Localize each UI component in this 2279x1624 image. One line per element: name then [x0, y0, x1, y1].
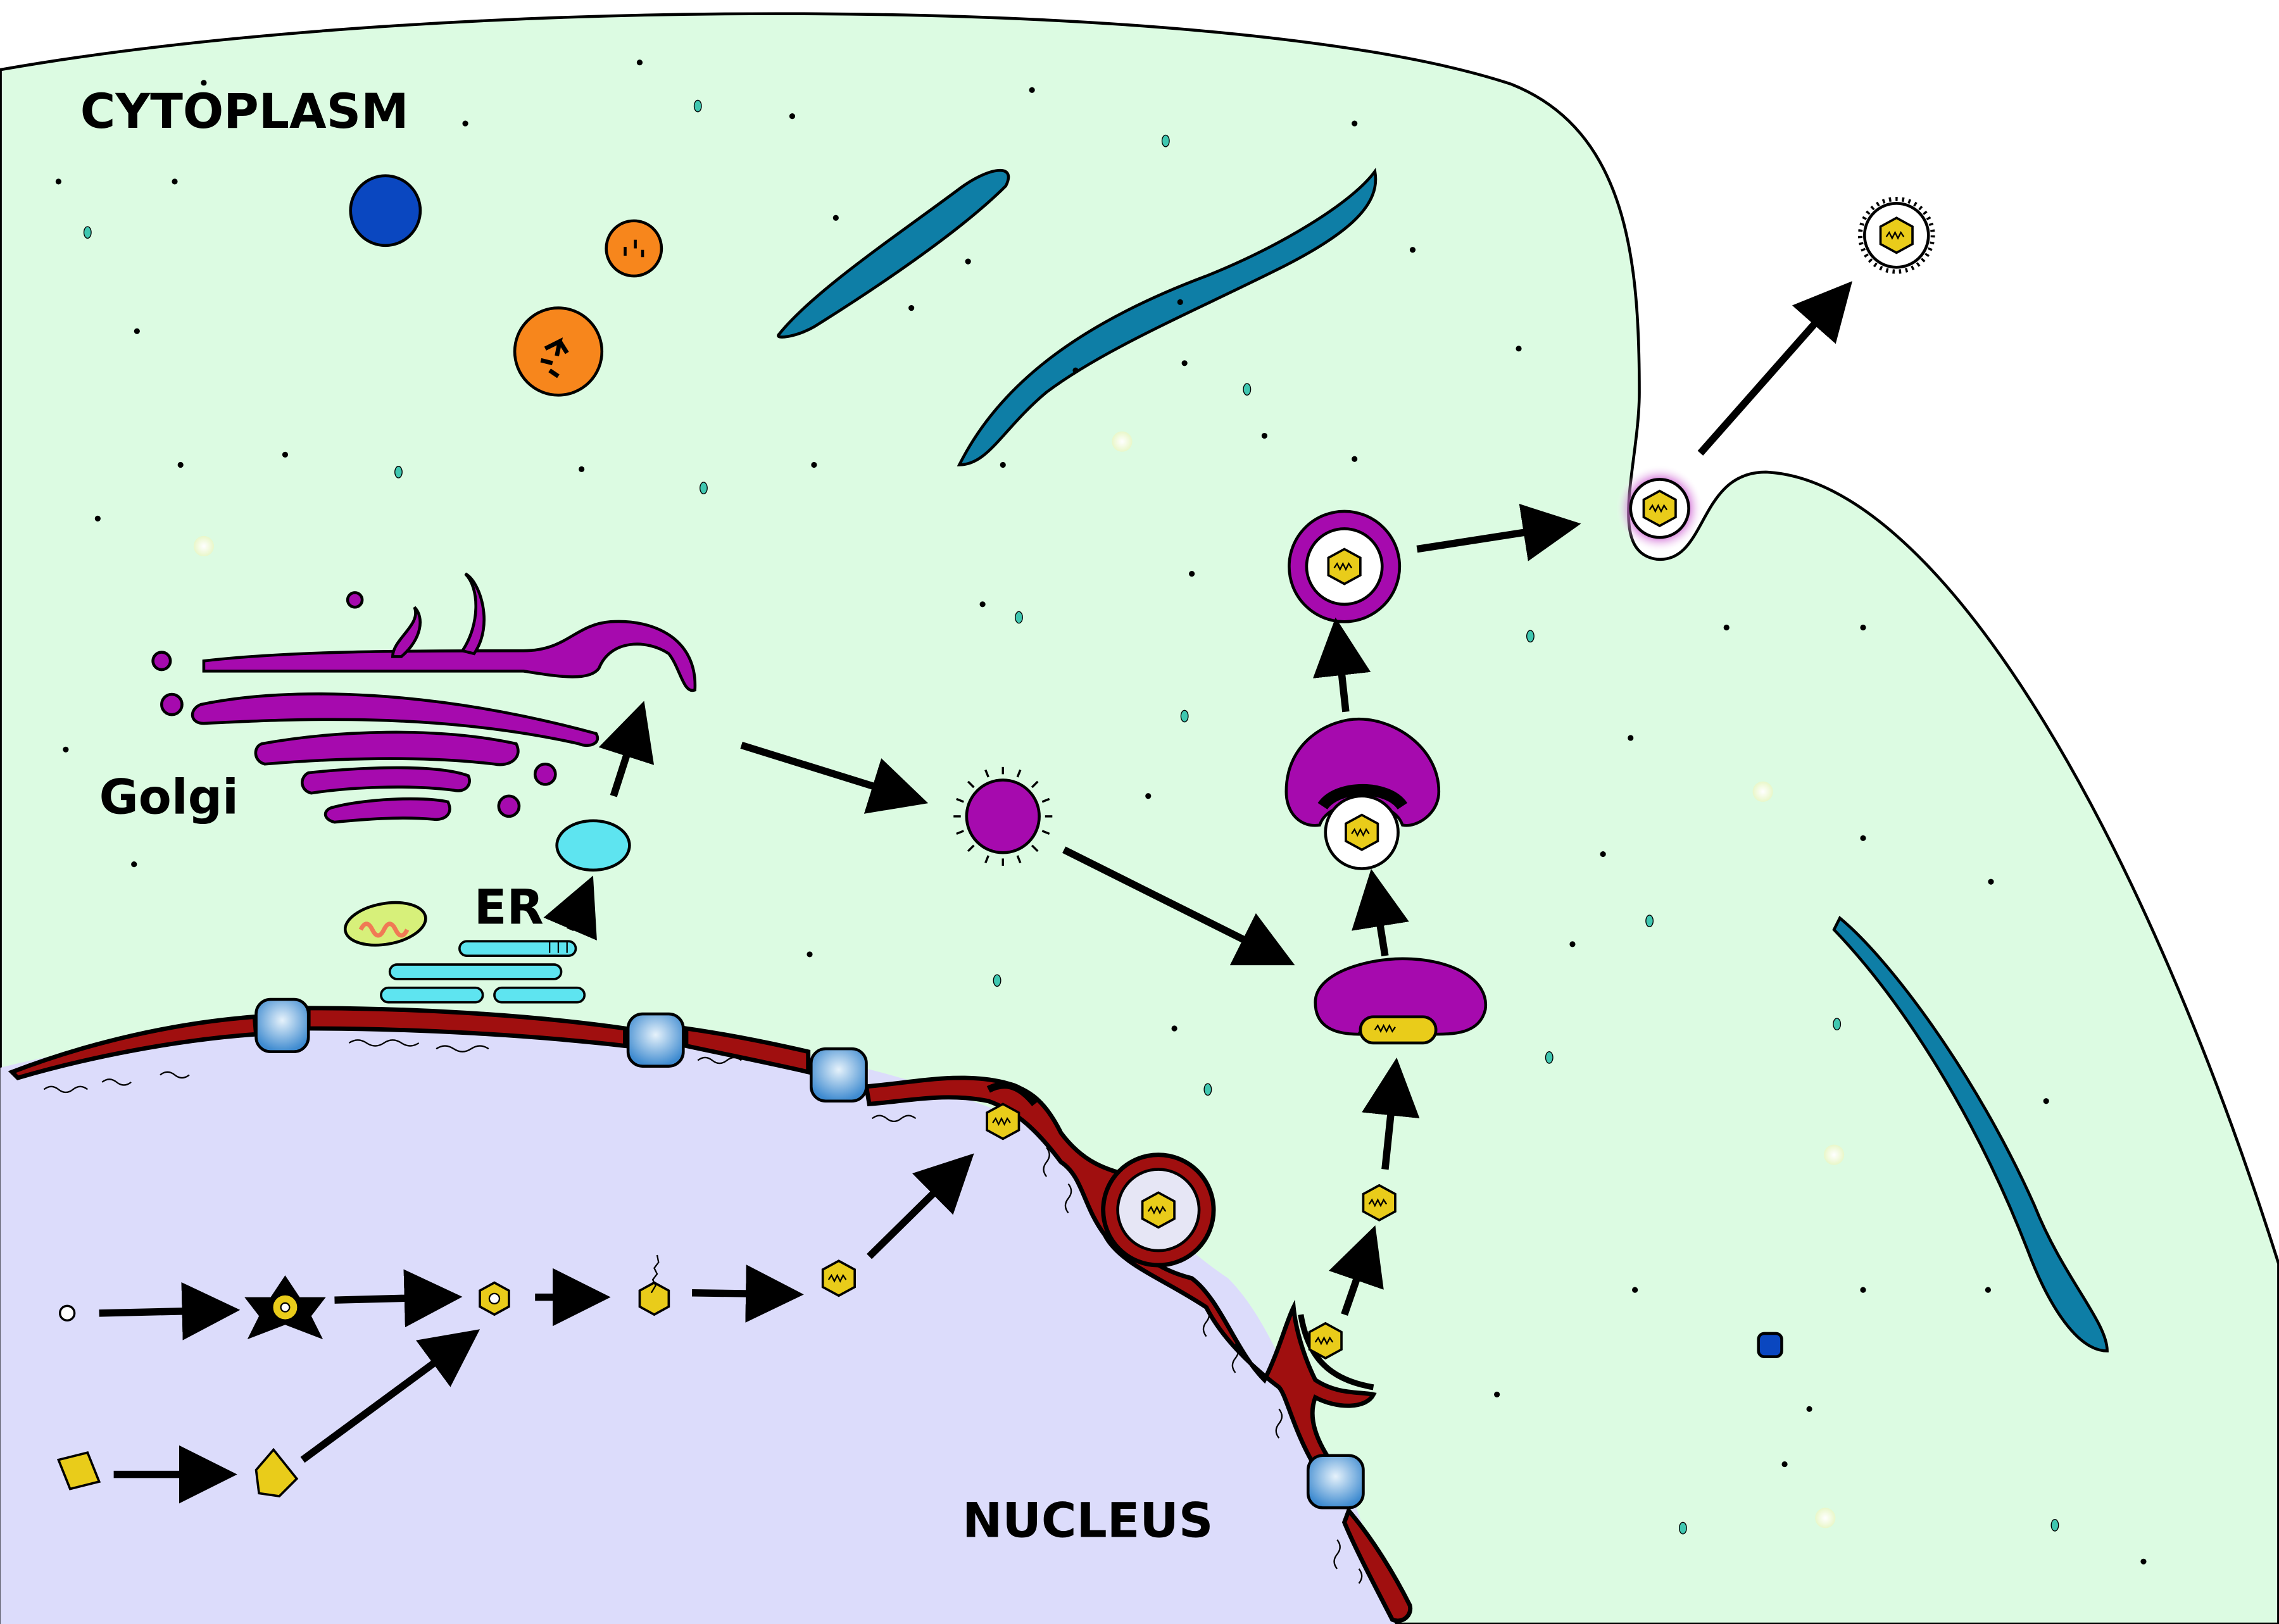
nuclear-envelope: [8, 1006, 1413, 1623]
lysosome-icon: [513, 219, 663, 397]
dark-vesicle-icon: [1757, 1332, 1783, 1358]
cytoplasm-particles: [55, 59, 2147, 1565]
dark-vesicle-icon: [349, 174, 422, 247]
mature-virion-icon: [1857, 196, 1935, 274]
mitochondrion-icon: [777, 168, 2109, 1352]
viral-vesicle-icon: [1288, 509, 1402, 623]
endoplasmic-reticulum: [380, 940, 586, 1004]
golgi-label: Golgi: [99, 769, 239, 825]
mitochondrion-icon: [343, 901, 427, 947]
cytoplasm-light-specks: [193, 431, 1845, 1528]
capsid-hexagon-icon: [986, 1102, 1020, 1140]
arrow-icon: [99, 281, 1853, 1504]
nucleus-label: NUCLEUS: [962, 1492, 1214, 1548]
capsid-assembly-pathway: [56, 1254, 856, 1497]
secondary-envelopment-early: [1314, 957, 1488, 1045]
envelope-spike-icon: [953, 766, 1053, 866]
secondary-envelopment-late: [1284, 717, 1441, 870]
nuclear-pore-icon: [254, 997, 1365, 1509]
nucleus-region: [0, 1022, 1395, 1624]
capsid-hexagon-icon: [1345, 813, 1379, 851]
tegument-star-icon: [244, 1275, 326, 1340]
cytoplasm-droplets: [83, 99, 2059, 1535]
chromatin-squiggles: [43, 1039, 1363, 1584]
er-label: ER: [474, 880, 544, 935]
capsid-hexagon-icon: [1141, 1191, 1176, 1229]
capsid-hexagon-icon: [1308, 1322, 1343, 1359]
viral-vesicle-icon: [555, 819, 631, 872]
cytoplasm-label: CYTOPLASM: [80, 84, 409, 139]
exocytosis-vesicle: [1616, 465, 1704, 553]
golgi-apparatus: [151, 572, 696, 824]
capsid-hexagon-icon: [1362, 1184, 1397, 1221]
